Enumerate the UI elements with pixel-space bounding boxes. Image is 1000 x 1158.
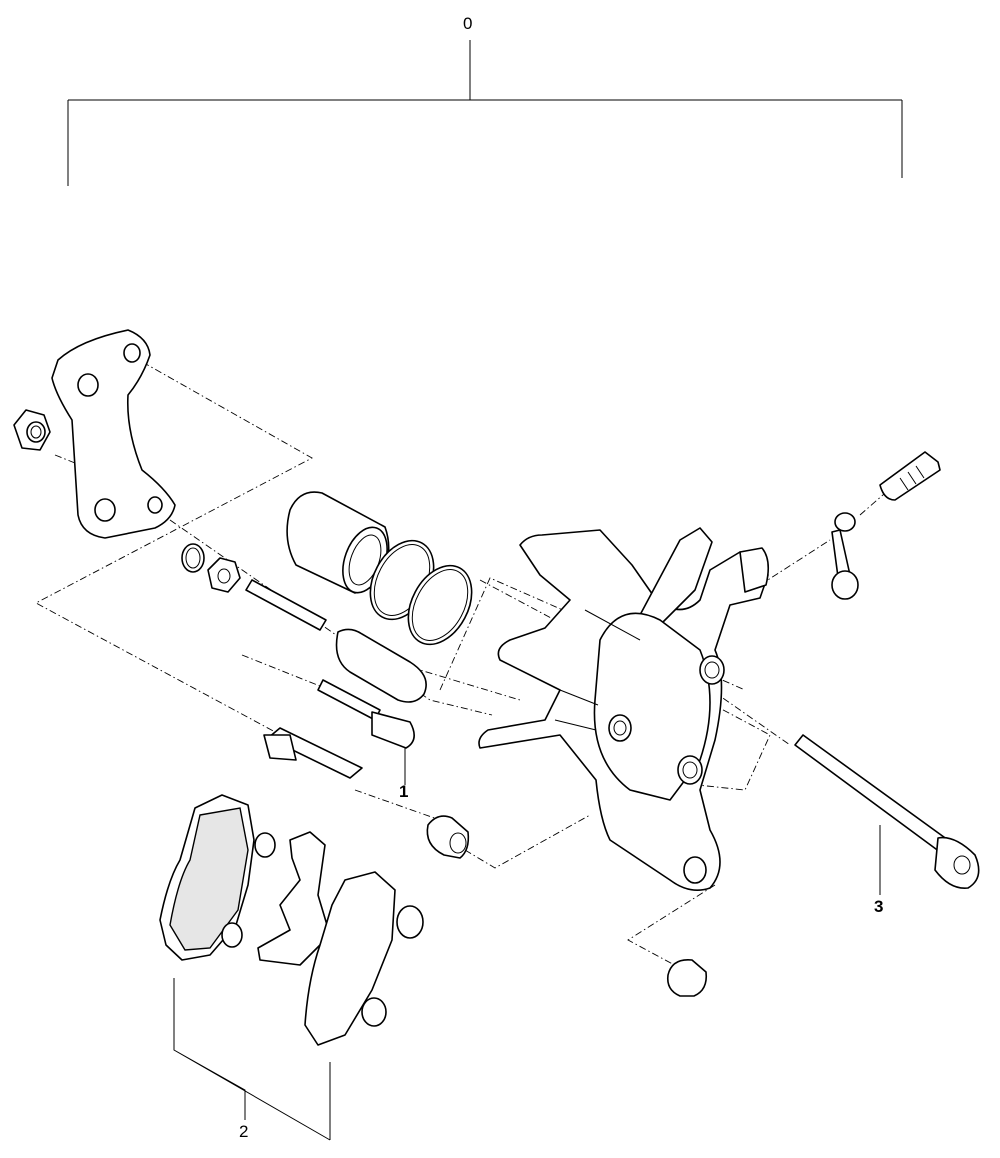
brake-pad-inner [159,794,276,961]
assembly-bracket [67,40,903,186]
bleeder-screw [879,451,941,501]
pad-spring-clip [257,831,331,966]
guide-pin-bolts [245,579,427,779]
callout-assembly-0: 0 [463,14,473,33]
caliper-pin-part-3 [794,734,980,895]
piston-seal-rings [369,539,473,646]
callout-leader-lines [173,748,406,1141]
flange-nut [13,409,51,451]
alignment-lines [35,354,901,969]
caliper-mounting-bracket [51,329,176,539]
caliper-plug [666,958,708,997]
bushing [426,815,470,859]
caliper-body [478,527,770,891]
callout-part-3: 3 [874,897,884,916]
bleeder-dust-cap [831,512,859,600]
brake-pad-outer [304,871,424,1046]
callout-part-1: 1 [399,782,409,801]
callout-part-2: 2 [239,1122,249,1141]
snap-ring-and-nut [181,543,241,593]
